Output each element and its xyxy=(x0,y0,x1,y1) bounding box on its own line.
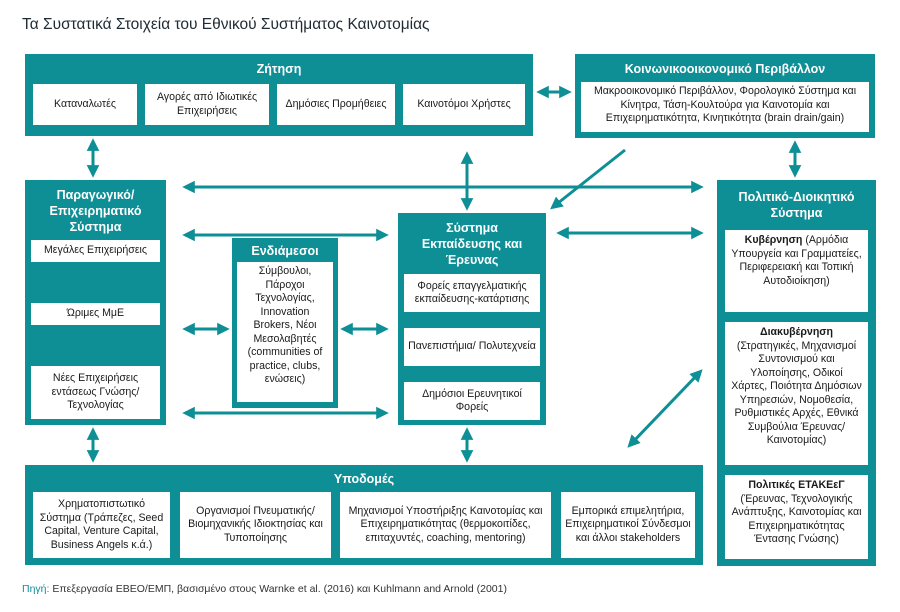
infrastructure-item: Οργανισμοί Πνευματικής/ Βιομηχανικής Ιδι… xyxy=(180,492,331,558)
demand-item: Καταναλωτές xyxy=(33,84,137,125)
demand-item: Καινοτόμοι Χρήστες xyxy=(403,84,525,125)
arrow-infrastructure-political xyxy=(627,369,703,448)
governance-text: (Στρατηγικές, Μηχανισμοί Συντονισμού και… xyxy=(731,339,862,447)
page-title: Τα Συστατικά Στοιχεία του Εθνικού Συστήμ… xyxy=(22,16,430,33)
policies-label: Πολιτικές ΕΤΑΚΕεΓ xyxy=(748,479,845,491)
infrastructure-item: Εμπορικά επιμελητήρια, Επιχειρηματικοί Σ… xyxy=(561,492,695,558)
education-item: Πανεπιστήμια/ Πολυτεχνεία xyxy=(404,328,540,366)
demand-panel: Ζήτηση Καταναλωτές Αγορές από Ιδιωτικές … xyxy=(25,54,533,136)
production-item: Μεγάλες Επιχειρήσεις xyxy=(31,240,160,262)
socio-text: Μακροοικονομικό Περιβάλλον, Φορολογικό Σ… xyxy=(581,82,869,132)
education-title: Σύστημα Εκπαίδευσης και Έρευνας xyxy=(421,221,523,267)
production-title: Παραγωγικό/ Επιχειρηματικό Σύστημα xyxy=(49,188,142,234)
governance-box: Διακυβέρνηση (Στρατηγικές, Μηχανισμοί Συ… xyxy=(725,322,868,465)
government-text: (Αρμόδια Υπουργεία και Γραμματείες, Περι… xyxy=(731,234,862,287)
production-item: Ώριμες ΜμΕ xyxy=(31,303,160,325)
education-item: Δημόσιοι Ερευνητικοί Φορείς xyxy=(404,382,540,420)
socio-panel: Κοινωνικοοικονομικό Περιβάλλον Μακροοικο… xyxy=(575,54,875,138)
political-panel: Πολιτικό-Διοικητικό Σύστημα Κυβέρνηση (Α… xyxy=(717,180,876,566)
governance-label: Διακυβέρνηση xyxy=(759,326,834,338)
infrastructure-panel: Υποδομές Χρηματοπιστωτικό Σύστημα (Τράπε… xyxy=(25,465,703,565)
policies-text: (Έρευνας, Τεχνολογικής Ανάπτυξης, Καινοτ… xyxy=(731,492,862,546)
arrow-socio-education xyxy=(550,148,626,210)
political-title: Πολιτικό-Διοικητικό Σύστημα xyxy=(738,190,855,220)
socio-title: Κοινωνικοοικονομικό Περιβάλλον xyxy=(624,62,826,76)
production-panel: Παραγωγικό/ Επιχειρηματικό Σύστημα Μεγάλ… xyxy=(25,180,166,425)
policies-box: Πολιτικές ΕΤΑΚΕεΓ (Έρευνας, Τεχνολογικής… xyxy=(725,475,868,559)
education-item: Φορείς επαγγελματικής εκπαίδευσης-κατάρτ… xyxy=(404,274,540,312)
demand-item: Δημόσιες Προμήθειες xyxy=(277,84,395,125)
demand-item: Αγορές από Ιδιωτικές Επιχειρήσεις xyxy=(145,84,269,125)
infrastructure-item: Χρηματοπιστωτικό Σύστημα (Τράπεζες, Seed… xyxy=(33,492,170,558)
intermediaries-title: Ενδιάμεσοι xyxy=(251,244,319,258)
source-label: Πηγή: xyxy=(22,583,50,595)
intermediaries-panel: Ενδιάμεσοι Σύμβουλοι, Πάροχοι Τεχνολογία… xyxy=(232,238,338,408)
education-panel: Σύστημα Εκπαίδευσης και Έρευνας Φορείς ε… xyxy=(398,213,546,425)
intermediaries-text: Σύμβουλοι, Πάροχοι Τεχνολογίας, Innovati… xyxy=(237,262,333,402)
infrastructure-item: Μηχανισμοί Υποστήριξης Καινοτομίας και Ε… xyxy=(340,492,551,558)
government-box: Κυβέρνηση (Αρμόδια Υπουργεία και Γραμματ… xyxy=(725,230,868,312)
demand-title: Ζήτηση xyxy=(256,62,302,76)
source-text: Επεξεργασία ΕΒΕΟ/ΕΜΠ, βασισμένο στους Wa… xyxy=(49,583,507,595)
production-item: Νέες Επιχειρήσεις εντάσεως Γνώσης/Τεχνολ… xyxy=(31,366,160,419)
government-label: Κυβέρνηση xyxy=(744,234,803,246)
source-note: Πηγή: Επεξεργασία ΕΒΕΟ/ΕΜΠ, βασισμένο στ… xyxy=(22,583,507,595)
infrastructure-title: Υποδομές xyxy=(333,472,395,486)
